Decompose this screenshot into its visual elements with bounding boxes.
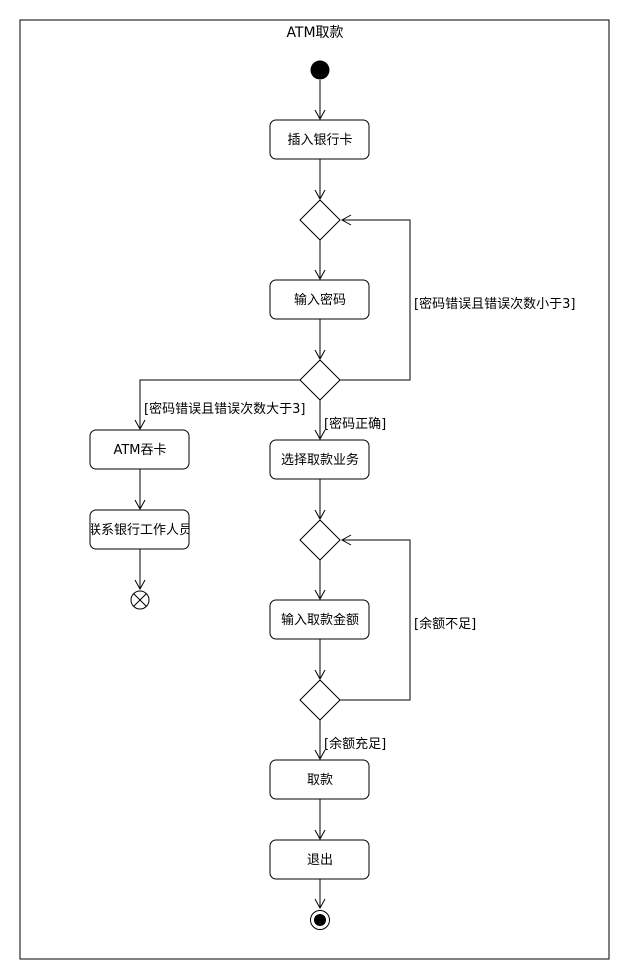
arrowhead bbox=[314, 189, 326, 201]
action-enter-password-label: 输入密码 bbox=[294, 292, 346, 308]
action-exit: 退出 bbox=[269, 839, 370, 880]
arrowhead bbox=[314, 898, 326, 910]
guard-password-wrong-more-3: [密码错误且错误次数大于3] bbox=[144, 401, 305, 417]
control-flows bbox=[134, 80, 411, 910]
arrowhead bbox=[314, 749, 326, 761]
action-enter-amount: 输入取款金额 bbox=[269, 599, 370, 640]
flow-decision2-swallow bbox=[139, 379, 300, 429]
arrowhead bbox=[340, 534, 352, 546]
arrowhead bbox=[134, 579, 146, 591]
decision-node-1 bbox=[299, 199, 341, 241]
action-contact-staff-label: 联系银行工作人员 bbox=[88, 523, 192, 538]
flow-balance-loop bbox=[340, 539, 411, 701]
action-withdraw-label: 取款 bbox=[307, 773, 333, 788]
action-insert-card: 插入银行卡 bbox=[269, 119, 370, 160]
action-swallow-card: ATM吞卡 bbox=[89, 429, 190, 470]
diagram-title: ATM取款 bbox=[286, 25, 343, 41]
arrowhead bbox=[314, 349, 326, 361]
arrowhead bbox=[314, 269, 326, 281]
action-exit-label: 退出 bbox=[307, 853, 333, 868]
arrowhead bbox=[314, 509, 326, 521]
action-enter-password: 输入密码 bbox=[269, 279, 370, 320]
action-enter-amount-label: 输入取款金额 bbox=[281, 612, 359, 628]
decision-node-password bbox=[299, 359, 341, 401]
arrowhead bbox=[134, 419, 146, 431]
flow-retry-loop bbox=[340, 219, 411, 381]
decision-node-3 bbox=[299, 519, 341, 561]
action-swallow-card-label: ATM吞卡 bbox=[113, 443, 166, 458]
action-select-service: 选择取款业务 bbox=[269, 439, 370, 480]
flow-final-node bbox=[130, 590, 150, 610]
action-select-service-label: 选择取款业务 bbox=[281, 452, 359, 468]
activity-final-node bbox=[310, 910, 330, 930]
guard-password-wrong-less-3: [密码错误且错误次数小于3] bbox=[414, 296, 575, 312]
decision-node-balance bbox=[299, 679, 341, 721]
arrowhead bbox=[314, 669, 326, 681]
action-contact-staff: 联系银行工作人员 bbox=[88, 509, 192, 550]
arrowhead bbox=[314, 829, 326, 841]
initial-node bbox=[310, 60, 330, 80]
arrowhead bbox=[134, 499, 146, 511]
arrowhead bbox=[314, 109, 326, 121]
arrowhead bbox=[314, 429, 326, 441]
action-insert-card-label: 插入银行卡 bbox=[287, 133, 352, 148]
action-withdraw: 取款 bbox=[269, 759, 370, 800]
guard-balance-sufficient: [余额充足] bbox=[324, 736, 386, 752]
diagram-frame bbox=[19, 19, 610, 960]
guard-password-correct: [密码正确] bbox=[324, 416, 386, 432]
arrowhead bbox=[314, 589, 326, 601]
guard-balance-insufficient: [余额不足] bbox=[414, 616, 476, 632]
arrowhead bbox=[340, 214, 352, 226]
